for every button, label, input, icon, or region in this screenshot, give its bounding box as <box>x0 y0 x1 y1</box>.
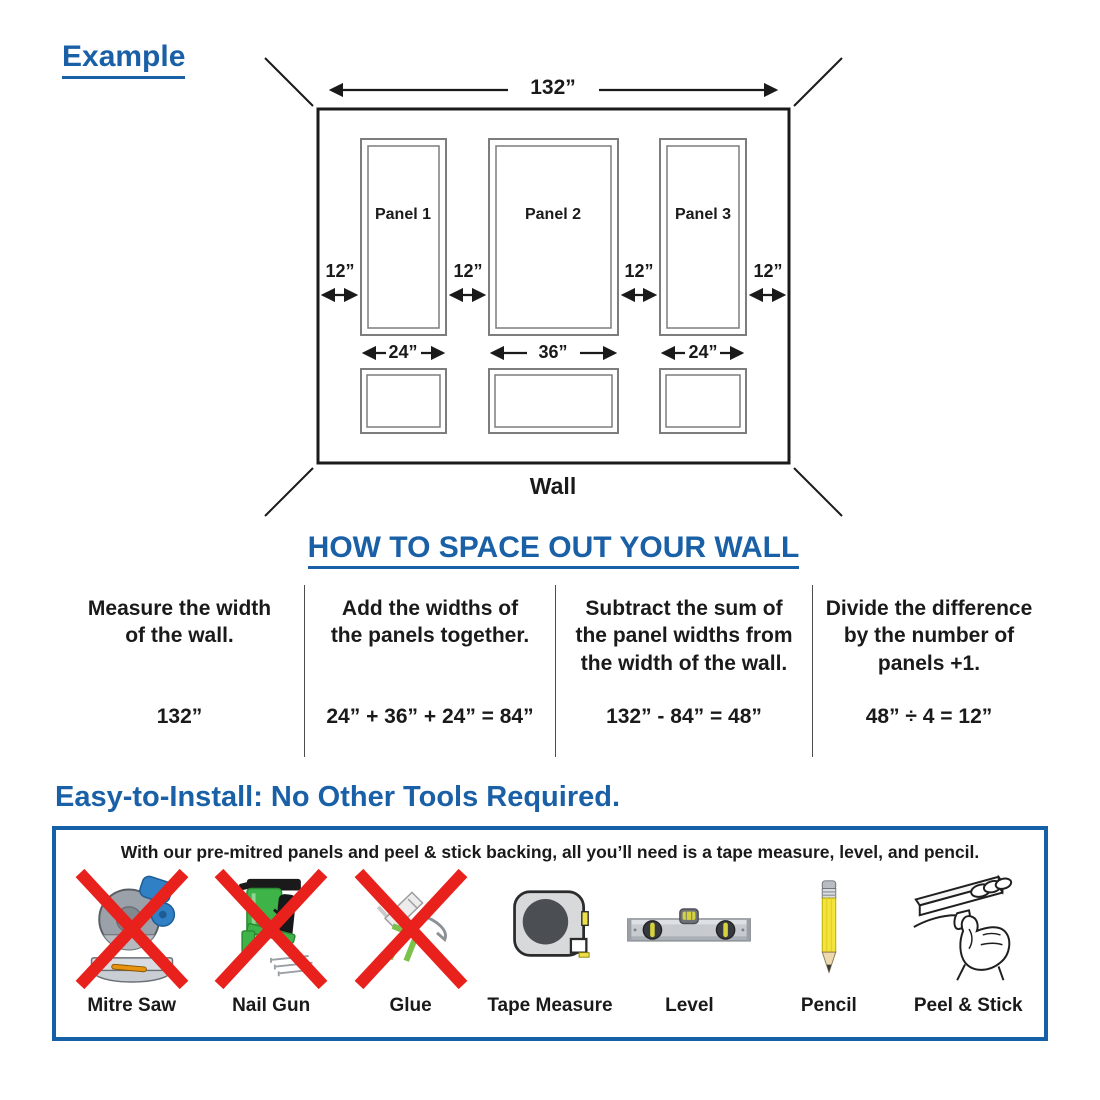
panel-3-width-label: 24” <box>688 342 718 362</box>
steps-columns: Measure the width of the wall. 132” Add … <box>55 585 1045 757</box>
tool-mitre-saw: Mitre Saw <box>62 865 201 1017</box>
red-x-icon <box>214 868 328 990</box>
tool-pencil: Pencil <box>759 865 898 1017</box>
wall-diagram <box>264 57 843 517</box>
gap-label-1: 12” <box>325 261 355 281</box>
easy-install-heading: Easy-to-Install: No Other Tools Required… <box>55 781 621 813</box>
step-4-formula: 48” ÷ 4 = 12” <box>865 705 993 728</box>
tool-label-pencil: Pencil <box>800 995 857 1016</box>
panel-1-width-label: 24” <box>388 342 418 362</box>
tool-label-peel-and-stick: Peel & Stick <box>913 995 1023 1016</box>
tools-row: Mitre Saw <box>56 863 1044 1017</box>
step-2-instruction: Add the widths of the panels together. <box>330 597 530 648</box>
step-1-instruction: Measure the width of the wall. <box>87 597 272 648</box>
step-2-formula: 24” + 36” + 24” = 84” <box>326 705 534 728</box>
red-x-icon <box>75 868 189 990</box>
step-3-formula: 132” - 84” = 48” <box>606 705 762 728</box>
tools-box: With our pre-mitred panels and peel & st… <box>52 826 1048 1041</box>
red-x-icon <box>354 868 467 990</box>
step-4-instruction: Divide the difference by the number of p… <box>825 597 1033 675</box>
tool-label-nail-gun: Nail Gun <box>232 995 311 1016</box>
panel-3-label: Panel 3 <box>674 206 732 223</box>
step-1: Measure the width of the wall. 132” <box>55 585 304 757</box>
tool-label-level: Level <box>665 995 714 1016</box>
lower-panels <box>360 368 747 434</box>
tool-peel-and-stick: Peel & Stick <box>899 865 1038 1017</box>
level-icon <box>627 908 752 942</box>
pencil-icon <box>821 880 837 974</box>
tool-tape-measure: Tape Measure <box>480 865 619 1017</box>
tool-nail-gun: Nail Gun <box>201 865 340 1017</box>
howto-heading: HOW TO SPACE OUT YOUR WALL <box>7 531 1100 569</box>
panel-2-width-label: 36” <box>538 342 568 362</box>
total-width-label: 132” <box>530 76 576 99</box>
example-heading-text: Example <box>62 40 186 79</box>
tool-label-tape-measure: Tape Measure <box>487 995 613 1016</box>
step-4: Divide the difference by the number of p… <box>812 585 1045 757</box>
tape-measure-icon <box>513 890 590 958</box>
wall-label: Wall <box>529 473 577 499</box>
peel-and-stick-icon <box>913 874 1013 981</box>
tool-glue: Glue <box>341 865 480 1017</box>
tool-level: Level <box>620 865 759 1017</box>
gap-label-2: 12” <box>453 261 483 281</box>
step-1-formula: 132” <box>156 705 203 728</box>
howto-heading-text: HOW TO SPACE OUT YOUR WALL <box>307 531 800 569</box>
gap-label-4: 12” <box>753 261 783 281</box>
corner-perspective-lines <box>264 57 843 517</box>
tool-label-glue: Glue <box>389 995 432 1016</box>
step-3: Subtract the sum of the panel widths fro… <box>555 585 812 757</box>
step-3-instruction: Subtract the sum of the panel widths fro… <box>575 597 793 675</box>
example-heading: Example <box>62 40 186 79</box>
tools-caption: With our pre-mitred panels and peel & st… <box>120 842 980 862</box>
step-2: Add the widths of the panels together. 2… <box>304 585 555 757</box>
panel-1-label: Panel 1 <box>374 206 432 223</box>
tool-label-mitre-saw: Mitre Saw <box>87 995 177 1016</box>
gap-label-3: 12” <box>624 261 654 281</box>
upper-panels <box>360 138 747 336</box>
panel-2-label: Panel 2 <box>524 206 582 223</box>
